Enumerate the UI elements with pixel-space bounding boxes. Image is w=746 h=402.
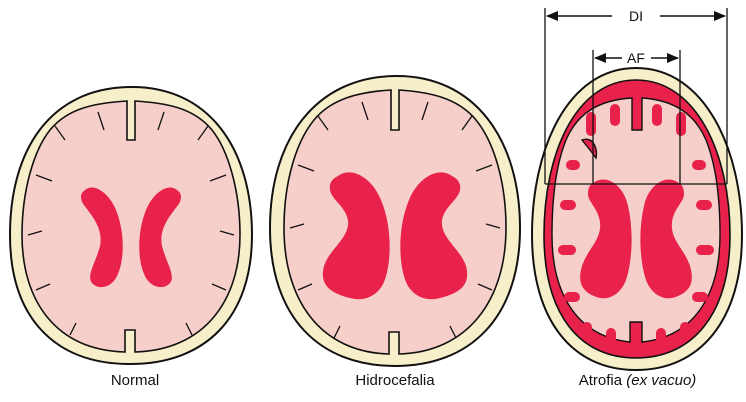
af-label: AF xyxy=(627,50,645,66)
caption-atrofia: Atrofia (ex vacuo) xyxy=(535,372,740,394)
caption-atrofia-label: Atrofia xyxy=(579,372,622,389)
atrofia-brain: DI AF xyxy=(532,8,742,370)
di-dimension-arrow: DI xyxy=(546,8,726,24)
caption-hidrocefalia: Hidrocefalia xyxy=(320,372,470,394)
di-label: DI xyxy=(629,8,643,24)
atrofia-brain-tissue xyxy=(552,98,720,342)
caption-atrofia-note: (ex vacuo) xyxy=(626,372,696,389)
hidrocefalia-brain-tissue xyxy=(284,90,506,354)
af-dimension-arrow: AF xyxy=(594,50,679,66)
normal-brain xyxy=(10,87,252,364)
caption-normal: Normal xyxy=(60,372,210,394)
hidrocefalia-brain xyxy=(270,76,520,366)
